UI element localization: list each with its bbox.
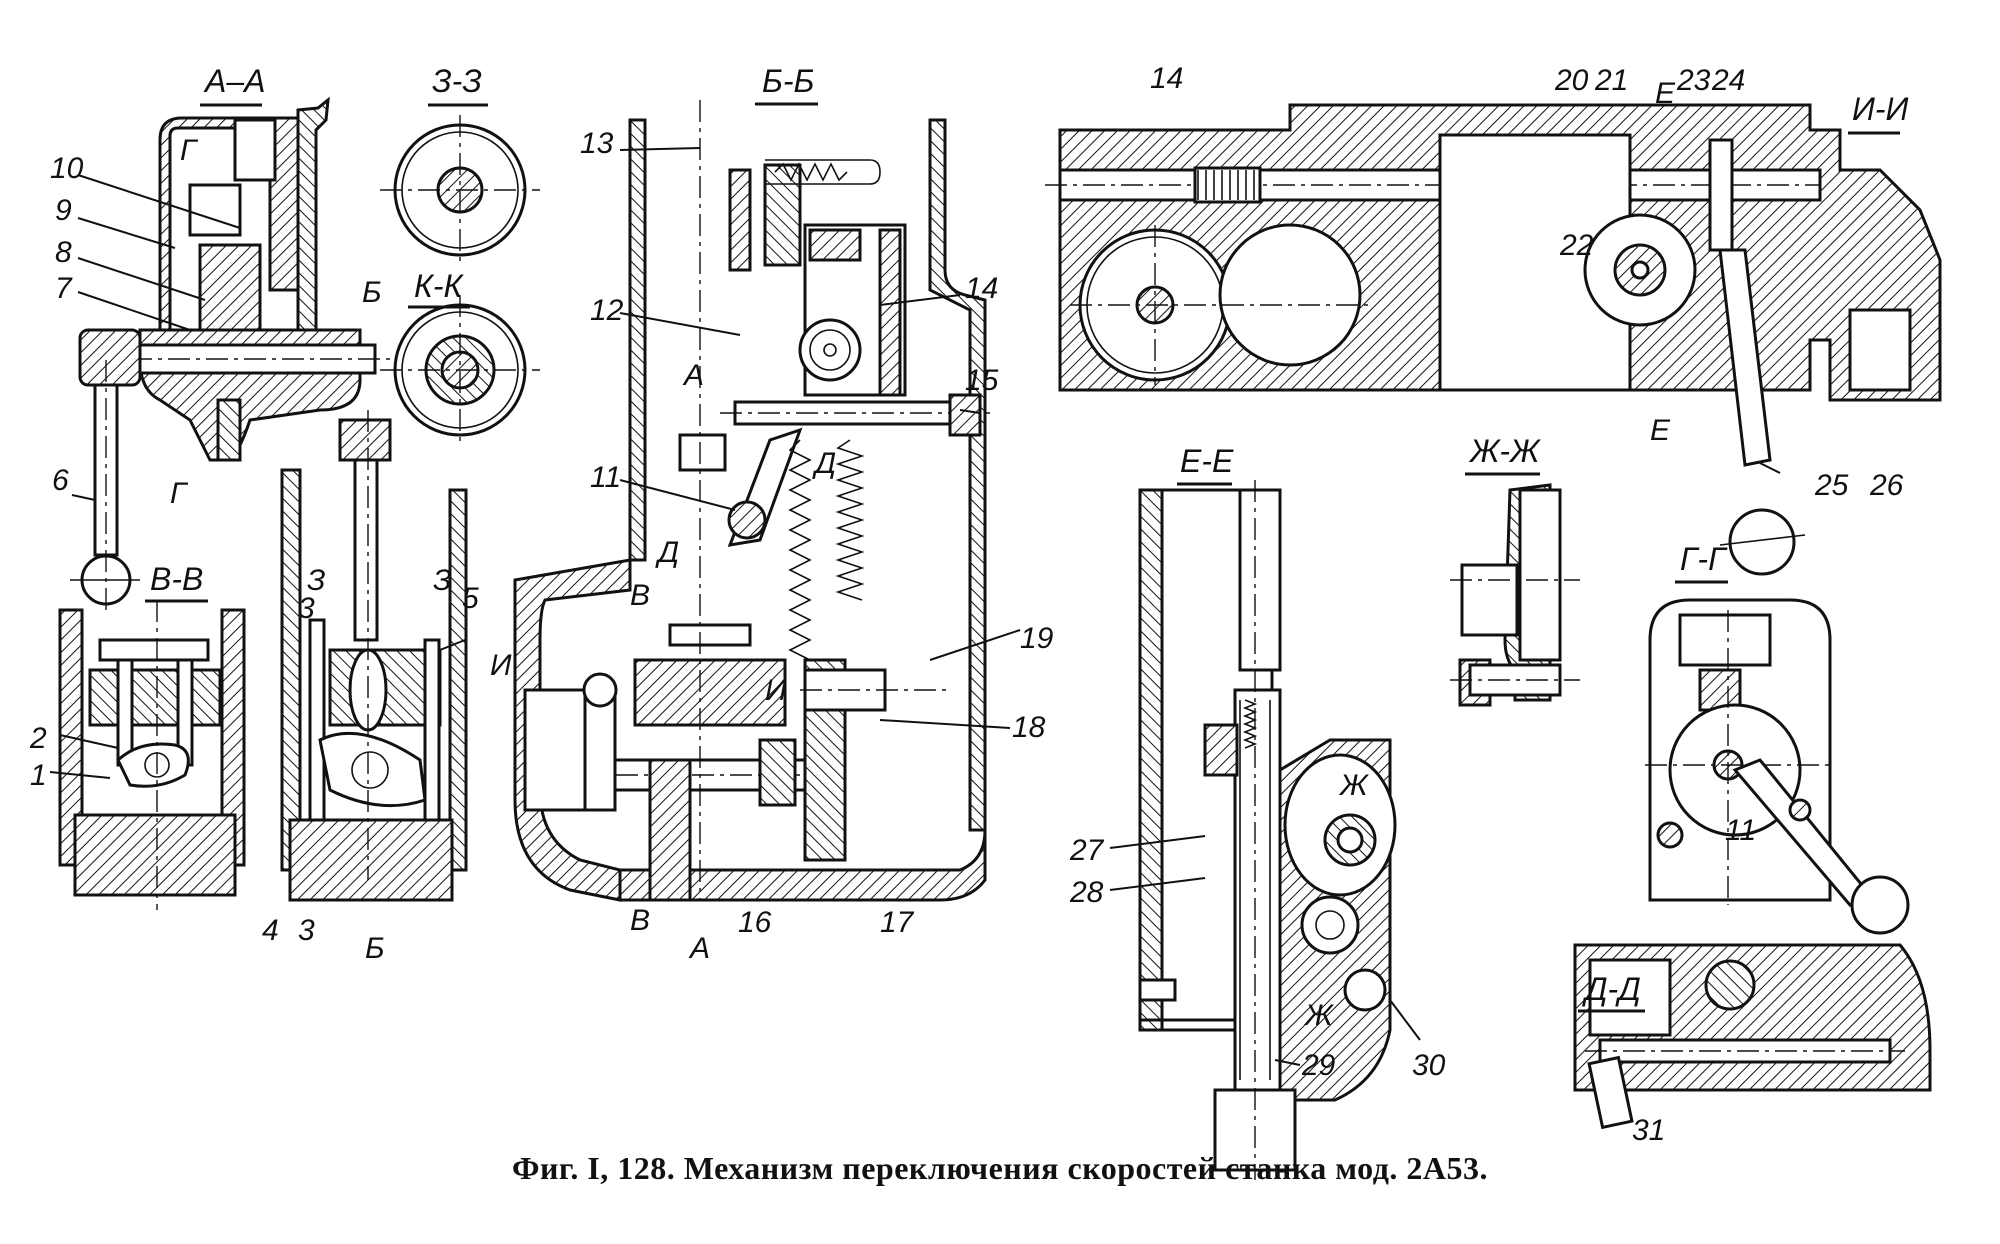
part-label-22: 22 — [1559, 229, 1594, 262]
marker-zh-top: Ж — [1338, 769, 1369, 802]
section-title-bb: Б-Б — [762, 63, 814, 99]
marker-e-top: Е — [1655, 77, 1676, 110]
part-label-28: 28 — [1069, 876, 1104, 909]
section-aa — [70, 96, 390, 610]
part-label-17: 17 — [880, 906, 915, 939]
section-title-gg: Г-Г — [1680, 541, 1728, 577]
section-title-zhzh: Ж-Ж — [1468, 433, 1541, 469]
marker-a-bottom: А — [688, 932, 710, 965]
part-label-1: 1 — [30, 759, 47, 792]
part-label-6: 6 — [52, 464, 69, 497]
section-bb — [513, 100, 990, 902]
part-label-3a: 3 — [298, 592, 315, 625]
marker-g-bottom: Г — [170, 477, 189, 510]
section-b-column — [280, 410, 468, 902]
part-label-15: 15 — [965, 364, 999, 397]
marker-v-bottom: В — [630, 904, 650, 937]
section-title-aa: А–А — [203, 63, 265, 99]
section-zz-view — [380, 115, 540, 265]
section-gg — [1645, 598, 1910, 935]
part-label-13: 13 — [580, 127, 614, 160]
part-labels: 1 2 3 3 4 5 6 7 8 9 10 11 11 12 13 14 14… — [29, 62, 1904, 1147]
part-label-12: 12 — [590, 294, 624, 327]
marker-v-top: В — [630, 579, 650, 612]
section-vv — [58, 600, 246, 910]
part-label-19: 19 — [1020, 622, 1054, 655]
marker-g-top: Г — [180, 134, 199, 167]
section-title-ee: Е-Е — [1180, 443, 1234, 479]
part-label-26: 26 — [1869, 469, 1904, 502]
marker-zh-bottom: Ж — [1303, 999, 1334, 1032]
part-label-2: 2 — [29, 722, 47, 755]
part-label-31: 31 — [1632, 1114, 1665, 1147]
section-title-kk: К-К — [414, 268, 465, 304]
section-markers: Г Г Б Б З З А А Д Д В В И И Е Е Ж Ж — [170, 77, 1676, 1032]
part-label-25: 25 — [1814, 469, 1849, 502]
section-ee — [1138, 480, 1397, 1180]
part-label-11a: 11 — [590, 461, 621, 494]
part-label-16: 16 — [738, 906, 772, 939]
part-label-29: 29 — [1301, 1049, 1336, 1082]
part-label-14b: 14 — [1150, 62, 1183, 95]
section-title-ii: И-И — [1852, 91, 1909, 127]
part-label-21: 21 — [1594, 64, 1628, 97]
part-label-5: 5 — [462, 582, 479, 615]
part-label-30: 30 — [1412, 1049, 1446, 1082]
marker-b-top: Б — [362, 276, 382, 309]
part-label-3b: 3 — [298, 914, 315, 947]
section-dd — [1573, 943, 1932, 1130]
part-label-18: 18 — [1012, 711, 1046, 744]
section-ii — [1045, 103, 1942, 576]
marker-d-top: Д — [812, 447, 836, 480]
part-label-4: 4 — [262, 914, 279, 947]
part-label-24: 24 — [1711, 64, 1745, 97]
part-label-8: 8 — [55, 236, 72, 269]
marker-i-right: И — [765, 674, 787, 707]
section-kk-view — [380, 295, 540, 445]
section-title-dd: Д-Д — [1582, 971, 1641, 1007]
part-label-10: 10 — [50, 152, 84, 185]
section-title-vv: В-В — [150, 561, 203, 597]
section-title-zz: З-З — [432, 63, 482, 99]
marker-d-mid: Д — [655, 536, 679, 569]
marker-i-left: И — [490, 649, 512, 682]
marker-z-right: З — [433, 564, 451, 597]
part-label-14a: 14 — [965, 272, 998, 305]
marker-z-left: З — [307, 564, 325, 597]
marker-e-bottom: Е — [1650, 414, 1671, 447]
figure-caption: Фиг. I, 128. Механизм переключения скоро… — [511, 1150, 1489, 1186]
marker-b-bottom: Б — [365, 932, 385, 965]
part-label-27: 27 — [1069, 834, 1105, 867]
part-label-23: 23 — [1676, 64, 1711, 97]
part-label-9: 9 — [55, 194, 72, 227]
part-label-11b: 11 — [1725, 814, 1756, 847]
leader-lines — [49, 147, 1781, 1066]
part-label-20: 20 — [1554, 64, 1589, 97]
marker-a-top: А — [682, 359, 704, 392]
section-titles: А–А З-З К-К В-В Б-Б И-И Е-Е Ж-Ж Г-Г Д-Д — [145, 63, 1909, 1013]
part-label-7: 7 — [55, 272, 73, 305]
section-zhzh — [1450, 483, 1580, 707]
